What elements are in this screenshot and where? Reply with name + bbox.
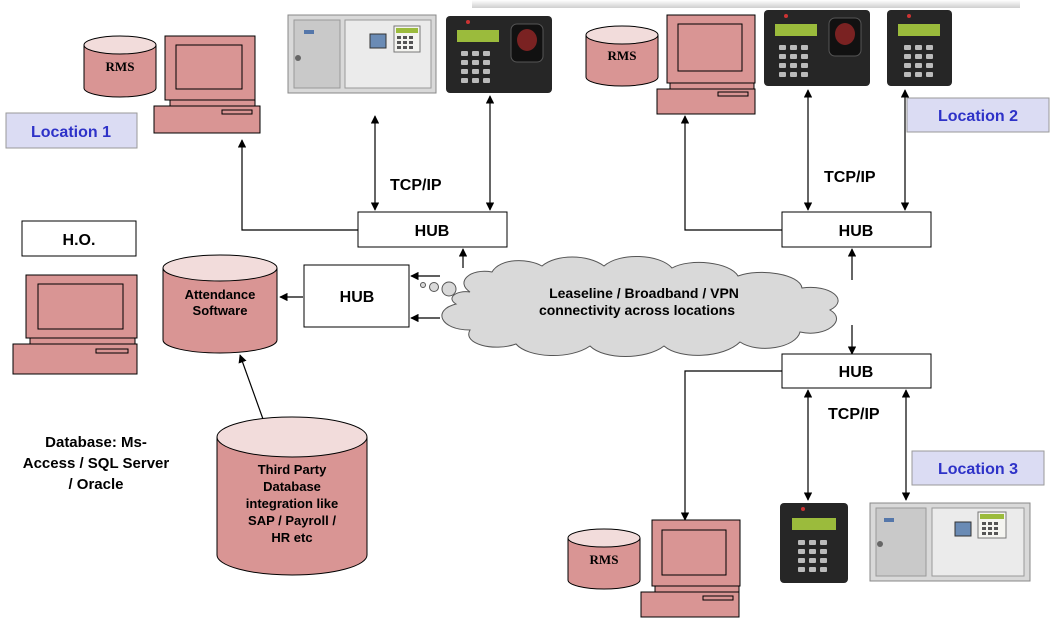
- hub-location3: HUB: [781, 353, 932, 389]
- biometric-device-icon: [887, 10, 952, 86]
- biometric-device-icon: [446, 16, 552, 93]
- svg-text:H.O.: H.O.: [63, 232, 96, 249]
- hub-label: HUB: [839, 364, 874, 381]
- cloud-text-line2: connectivity across locations: [539, 302, 735, 318]
- hub-box-icon: [781, 353, 932, 389]
- access-control-panel-icon: [869, 502, 1031, 582]
- database-cylinder-icon: [585, 25, 659, 87]
- connector-hub2-rms2: [680, 115, 782, 231]
- hub-location2: HUB: [781, 211, 932, 248]
- location2-label: Location 2: [906, 97, 1050, 133]
- tcpip-label-location1: TCP/IP: [390, 177, 442, 194]
- attendance-software-line2: Software: [193, 303, 248, 318]
- hub-box-icon: [781, 211, 932, 248]
- hub-location1: HUB: [357, 211, 508, 248]
- database-cylinder-icon: [83, 35, 157, 98]
- biometric-device-icon: [764, 10, 870, 86]
- rms-label-location1: RMS: [106, 59, 135, 74]
- access-control-panel-icon: [287, 14, 437, 94]
- database-note-line2: Access / SQL Server: [23, 455, 170, 472]
- rms-label-location3: RMS: [590, 552, 619, 567]
- computer-icon: [12, 274, 138, 375]
- cloud-text-line1: Leaseline / Broadband / VPN: [549, 285, 739, 301]
- connector-hub3-rms3: [680, 370, 782, 521]
- top-decorative-bar: [472, 0, 1020, 8]
- database-cylinder-icon: [216, 416, 368, 576]
- hub-ho: HUB: [303, 264, 410, 328]
- computer-icon: [656, 14, 756, 115]
- computer-icon: [640, 519, 741, 618]
- hub-box-icon: [357, 211, 508, 248]
- computer-icon: [153, 35, 261, 134]
- hub-label: HUB: [415, 223, 450, 240]
- third-party-line3: integration like: [246, 496, 338, 511]
- svg-text:Location 1: Location 1: [31, 124, 111, 141]
- third-party-line5: HR etc: [271, 530, 312, 545]
- location1-label: Location 1: [5, 112, 138, 149]
- tcpip-label-location2: TCP/IP: [824, 169, 876, 186]
- connectors: [237, 89, 911, 521]
- svg-text:Location 3: Location 3: [938, 461, 1018, 478]
- hub-label: HUB: [340, 289, 375, 306]
- third-party-line2: Database: [263, 479, 321, 494]
- database-note-line1: Database: Ms-: [45, 434, 147, 451]
- biometric-device-icon: [780, 503, 848, 583]
- database-cylinder-icon: [567, 528, 641, 590]
- cloud-icon: [420, 255, 839, 357]
- connector-hub1-rms1: [237, 139, 358, 231]
- svg-text:Location 2: Location 2: [938, 108, 1018, 125]
- hub-box-icon: [303, 264, 410, 328]
- third-party-line1: Third Party: [258, 462, 327, 477]
- database-note-line3: / Oracle: [68, 476, 123, 493]
- location3-label: Location 3: [911, 450, 1045, 486]
- tcpip-label-location3: TCP/IP: [828, 406, 880, 423]
- third-party-line4: SAP / Payroll /: [248, 513, 336, 528]
- rms-label-location2: RMS: [608, 48, 637, 63]
- hub-label: HUB: [839, 223, 874, 240]
- database-cylinder-icon: [162, 254, 278, 354]
- ho-label: H.O.: [21, 220, 137, 257]
- attendance-software-line1: Attendance: [185, 287, 256, 302]
